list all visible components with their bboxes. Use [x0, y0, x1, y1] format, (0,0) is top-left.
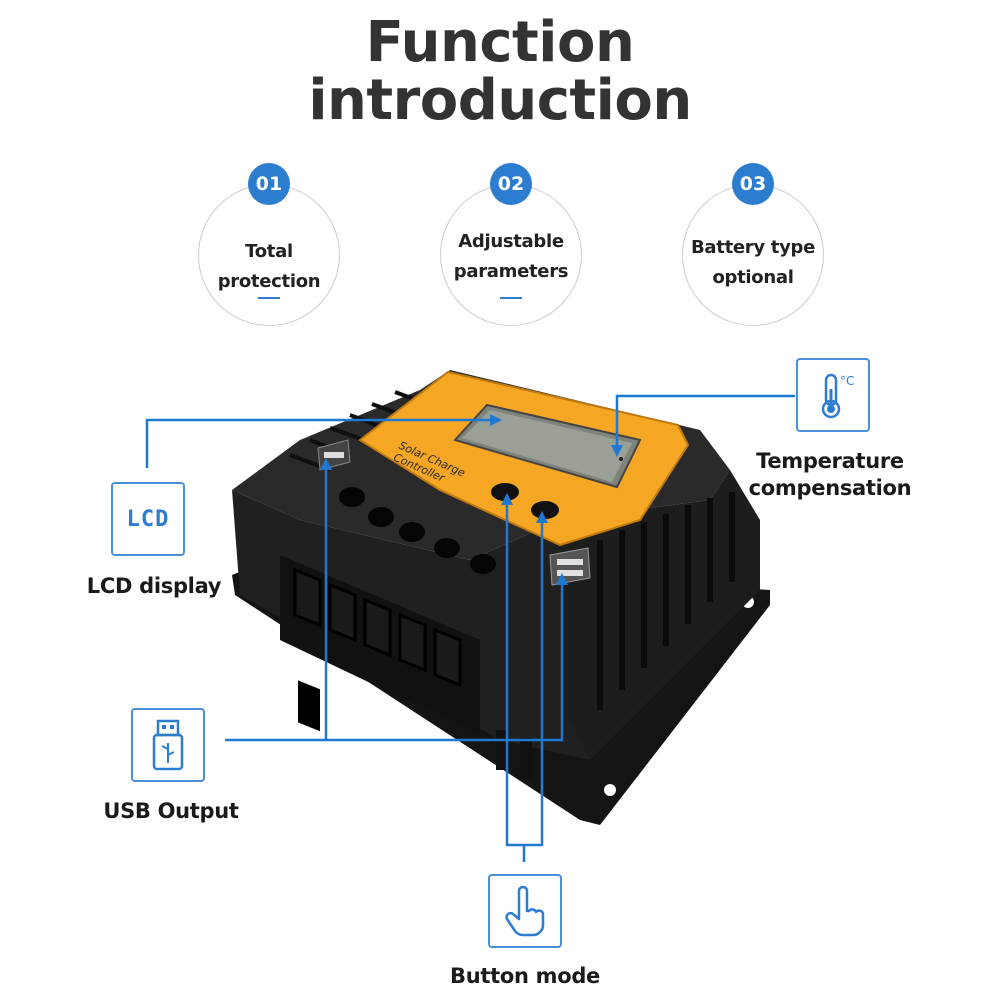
mode-button-left [491, 483, 519, 501]
usb-port-right [549, 547, 591, 586]
page-title: Function introduction [0, 14, 1000, 130]
feature-battery-type-optional: 03 Battery type optional [682, 163, 824, 326]
feature-number-badge: 01 [248, 163, 290, 205]
feature-label-line-2: parameters [453, 261, 569, 282]
usb-icon [152, 719, 184, 771]
mode-button-right [531, 501, 559, 519]
temperature-label-line-1: Temperature [756, 449, 904, 473]
lcd-label: LCD display [86, 574, 222, 598]
usb-icon-box [131, 708, 205, 782]
feature-label-line-1: Total [245, 241, 293, 262]
thermometer-icon: °C [821, 373, 854, 419]
lcd-icon: LCD [126, 506, 170, 532]
feature-dash [258, 297, 280, 299]
feature-label: Adjustable parameters [447, 227, 575, 287]
feature-label-line-1: Adjustable [458, 231, 564, 252]
feature-dash [500, 297, 522, 299]
button-label: Button mode [449, 964, 600, 988]
feature-label: Battery type optional [689, 233, 817, 293]
finger-press-icon [505, 885, 545, 937]
feature-label: Total protection [205, 237, 333, 297]
lcd-icon-box: LCD [111, 482, 185, 556]
temperature-label: Temperature compensation [740, 448, 920, 502]
mount-hole [604, 784, 616, 796]
feature-total-protection: 01 Total protection [198, 163, 340, 326]
feature-label-line-2: protection [217, 271, 321, 292]
button-icon-box [488, 874, 562, 948]
feature-label-line-2: optional [712, 267, 794, 288]
feature-number-badge: 02 [490, 163, 532, 205]
feature-adjustable-parameters: 02 Adjustable parameters [440, 163, 582, 326]
feature-number-badge: 03 [732, 163, 774, 205]
celsius-symbol: °C [840, 374, 854, 388]
temperature-label-line-2: compensation [748, 476, 912, 500]
feature-label-line-1: Battery type [691, 237, 815, 258]
title-line-1: Function [365, 10, 635, 75]
title-line-2: introduction [308, 68, 692, 133]
temperature-icon-box: °C [796, 358, 870, 432]
usb-label: USB Output [103, 799, 239, 823]
